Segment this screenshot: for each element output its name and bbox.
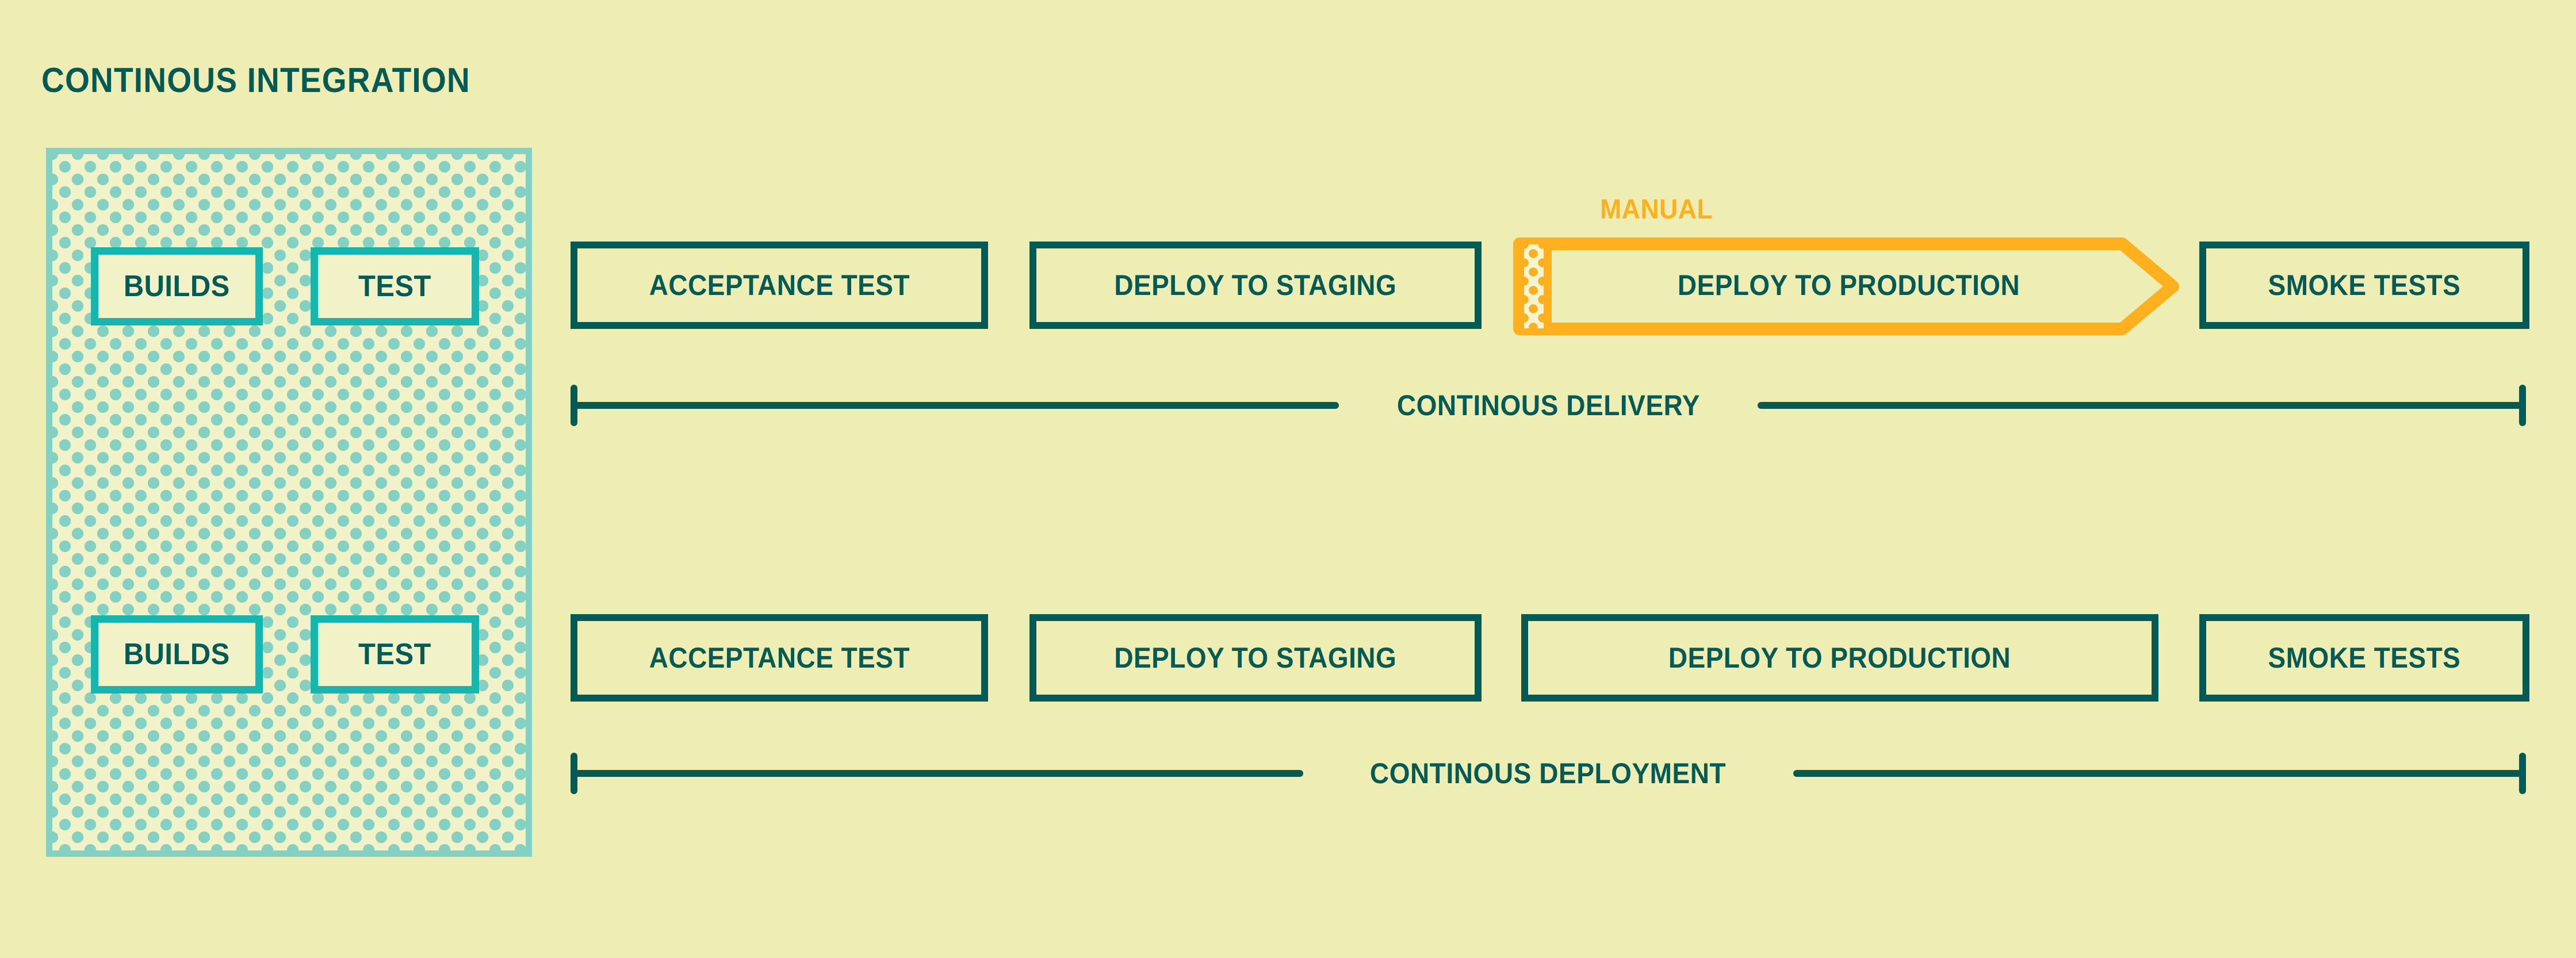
stage-label: DEPLOY TO STAGING <box>1114 642 1397 674</box>
bracket-segment-right <box>1793 770 2523 777</box>
stage-label: DEPLOY TO PRODUCTION <box>1668 642 2011 674</box>
arrow-outline-icon <box>1513 237 2179 335</box>
bracket-label-continous-deployment: CONTINOUS DEPLOYMENT <box>1370 757 1727 790</box>
ci-stage-label: TEST <box>358 638 431 671</box>
manual-gate-dotted-strip <box>1524 244 1544 328</box>
stage-smoke-tests-deployment[interactable]: SMOKE TESTS <box>2199 614 2529 702</box>
bracket-segment-left <box>574 402 1339 409</box>
stage-label: ACCEPTANCE TEST <box>649 269 910 301</box>
stage-label: DEPLOY TO STAGING <box>1114 269 1397 301</box>
stage-deploy-to-production-delivery[interactable] <box>1513 237 2180 336</box>
ci-stage-test-row1[interactable]: TEST <box>311 247 479 325</box>
stage-deploy-to-staging-deployment[interactable]: DEPLOY TO STAGING <box>1029 614 1482 702</box>
page-title: CONTINOUS INTEGRATION <box>41 61 470 99</box>
bracket-segment-left <box>574 770 1303 777</box>
ci-stage-label: BUILDS <box>124 638 230 671</box>
stage-acceptance-test-deployment[interactable]: ACCEPTANCE TEST <box>571 614 988 702</box>
bracket-continous-delivery: CONTINOUS DELIVERY <box>571 380 2526 431</box>
stage-label: SMOKE TESTS <box>2268 269 2461 301</box>
stage-label: ACCEPTANCE TEST <box>649 642 910 674</box>
bracket-label-continous-delivery: CONTINOUS DELIVERY <box>1396 389 1700 421</box>
ci-stage-label: TEST <box>358 270 431 303</box>
ci-stage-test-row2[interactable]: TEST <box>311 615 479 693</box>
ci-stage-builds-row2[interactable]: BUILDS <box>91 615 263 693</box>
stage-label: SMOKE TESTS <box>2268 642 2461 674</box>
stage-deploy-to-production-deployment[interactable]: DEPLOY TO PRODUCTION <box>1521 614 2158 702</box>
bracket-cap-right <box>2519 753 2526 794</box>
manual-badge: MANUAL <box>1600 194 1713 225</box>
ci-stage-builds-row1[interactable]: BUILDS <box>91 247 263 325</box>
stage-smoke-tests-delivery[interactable]: SMOKE TESTS <box>2199 242 2529 329</box>
bracket-cap-right <box>2519 385 2526 426</box>
stage-acceptance-test-delivery[interactable]: ACCEPTANCE TEST <box>571 242 988 329</box>
bracket-continous-deployment: CONTINOUS DEPLOYMENT <box>571 748 2526 799</box>
stage-deploy-to-staging-delivery[interactable]: DEPLOY TO STAGING <box>1029 242 1482 329</box>
bracket-segment-right <box>1758 402 2523 409</box>
ci-stage-label: BUILDS <box>124 270 230 303</box>
